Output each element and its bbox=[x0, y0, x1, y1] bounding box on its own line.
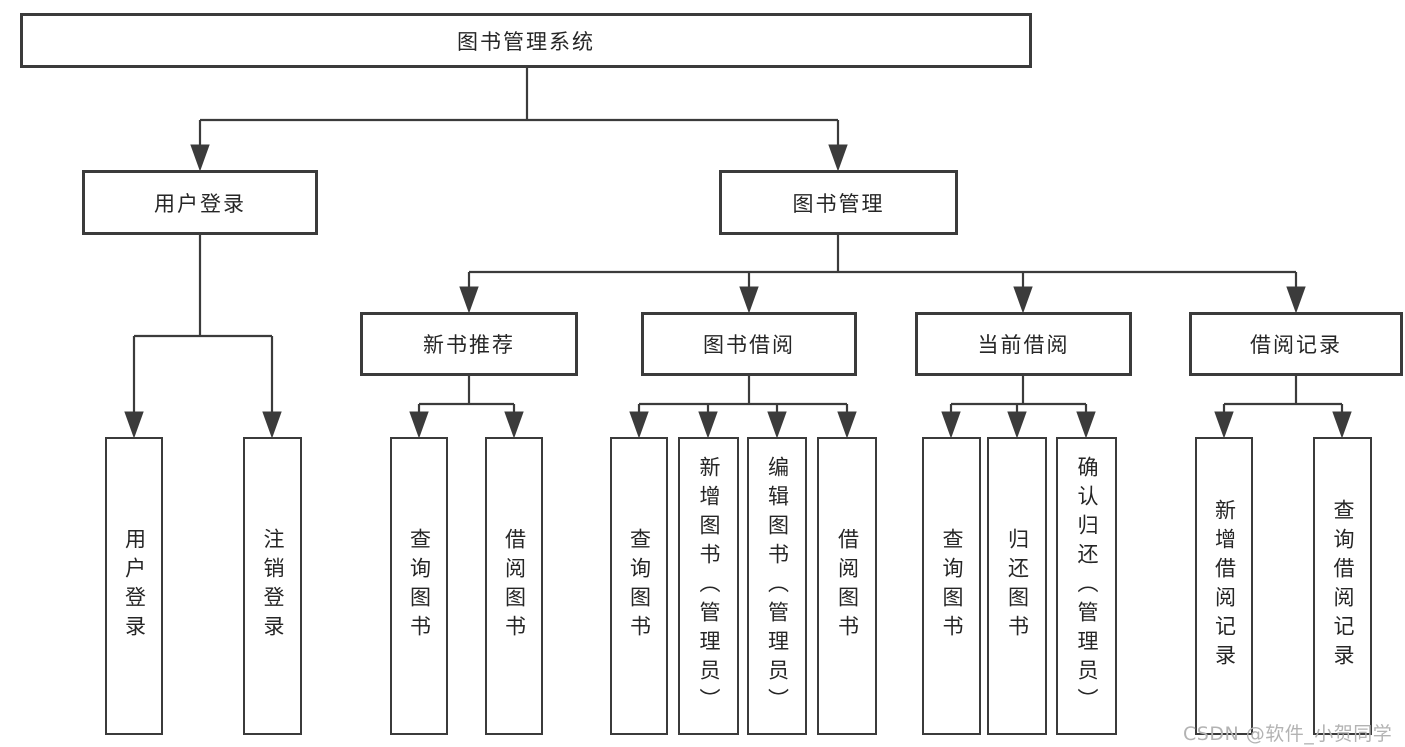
arrowheads bbox=[124, 144, 1352, 439]
leaf-edit-books-admin: 编辑图书（管理员） bbox=[747, 437, 807, 735]
leaf-query-books-borrow: 查询图书 bbox=[610, 437, 668, 735]
node-borrow-records: 借阅记录 bbox=[1189, 312, 1403, 376]
leaf-add-books-admin: 新增图书（管理员） bbox=[678, 437, 739, 735]
leaf-logout: 注销登录 bbox=[243, 437, 302, 735]
node-current-borrow: 当前借阅 bbox=[915, 312, 1132, 376]
node-new-book-recommend: 新书推荐 bbox=[360, 312, 578, 376]
leaf-query-borrow-record: 查询借阅记录 bbox=[1313, 437, 1372, 735]
leaf-return-books: 归还图书 bbox=[987, 437, 1047, 735]
leaf-borrow-books-recommend: 借阅图书 bbox=[485, 437, 543, 735]
node-book-borrow: 图书借阅 bbox=[641, 312, 857, 376]
leaf-query-books-current: 查询图书 bbox=[922, 437, 981, 735]
leaf-add-borrow-record: 新增借阅记录 bbox=[1195, 437, 1253, 735]
node-book-management: 图书管理 bbox=[719, 170, 958, 235]
leaf-user-login: 用户登录 bbox=[105, 437, 163, 735]
node-user-login: 用户登录 bbox=[82, 170, 318, 235]
csdn-watermark: CSDN @软件_小贺同学 bbox=[1183, 723, 1393, 745]
leaf-borrow-books: 借阅图书 bbox=[817, 437, 877, 735]
leaf-confirm-return-admin: 确认归还（管理员） bbox=[1056, 437, 1117, 735]
leaf-query-books-recommend: 查询图书 bbox=[390, 437, 448, 735]
node-root: 图书管理系统 bbox=[20, 13, 1032, 68]
